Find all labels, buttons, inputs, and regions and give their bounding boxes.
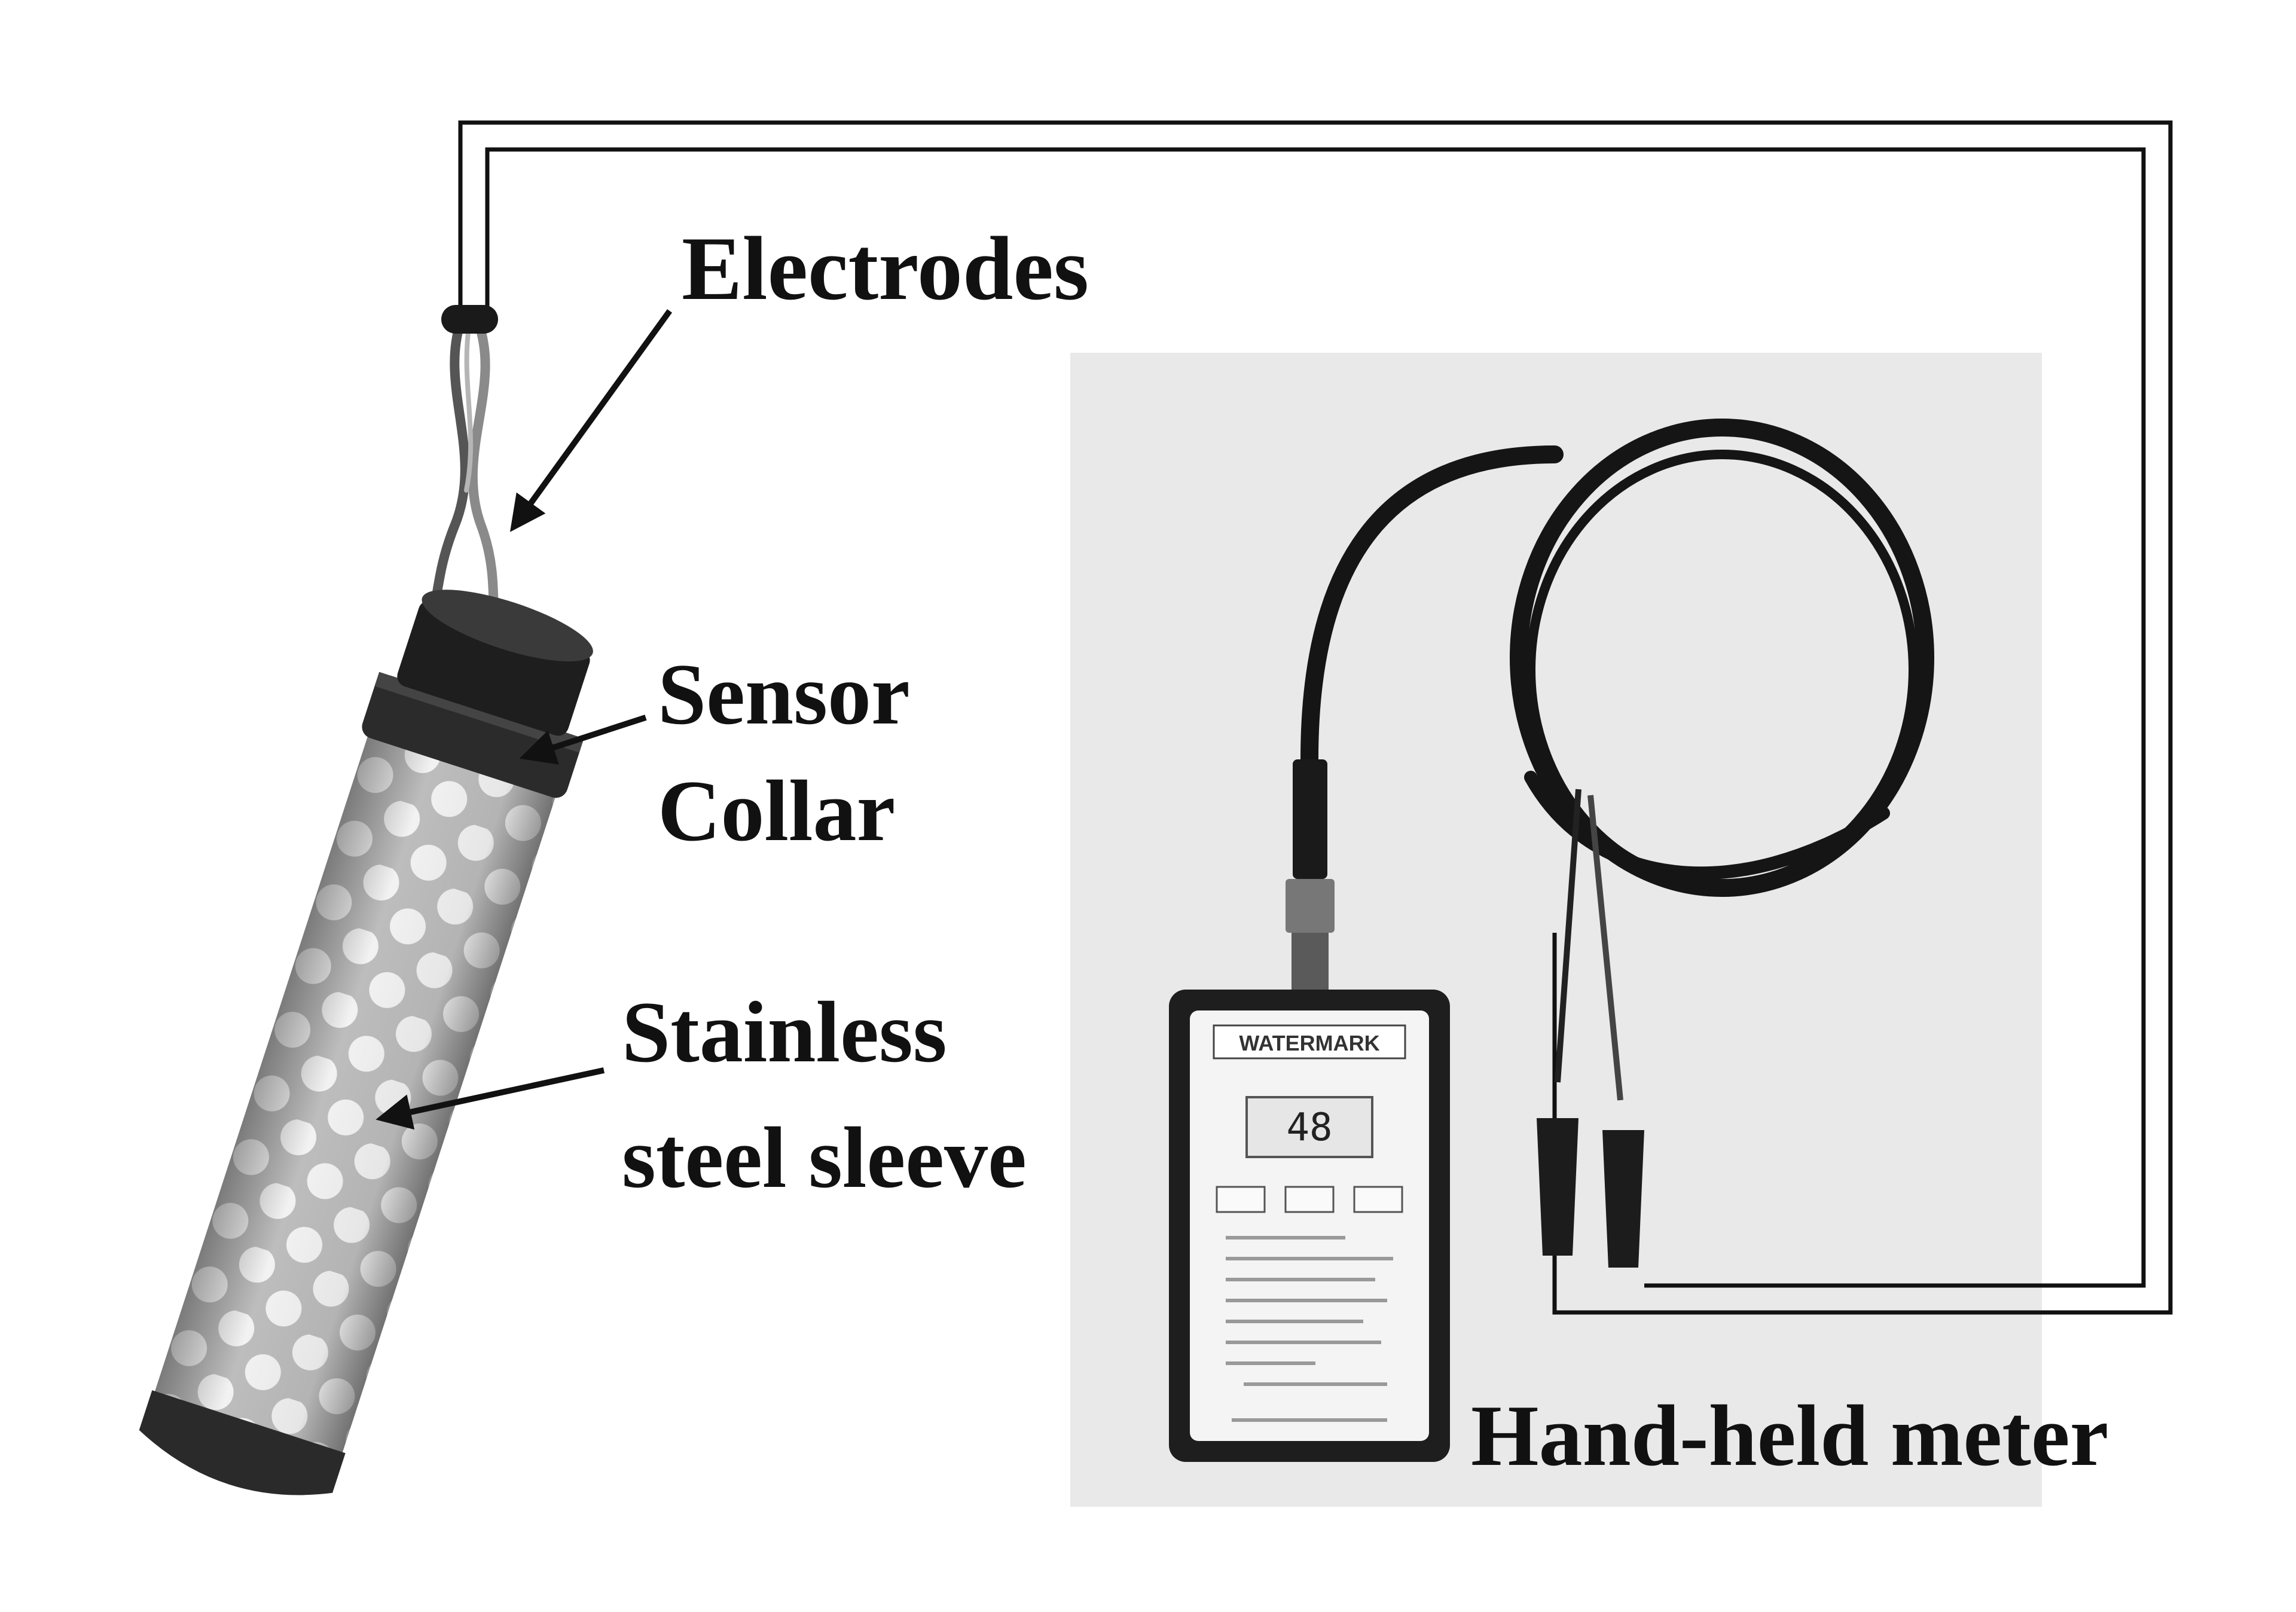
meter-button-3[interactable] [1353, 1186, 1403, 1213]
meter-lcd-display [1245, 1096, 1373, 1158]
sensor-collar [362, 674, 581, 798]
label-sensor-collar-line1: Sensor [658, 646, 910, 743]
label-sleeve-line2: steel sleeve [622, 1109, 1027, 1206]
meter-cable [1300, 419, 1934, 897]
meter-button-1[interactable] [1216, 1186, 1266, 1213]
label-hand-held-meter: Hand-held meter [1471, 1387, 2108, 1484]
meter-connector [1286, 759, 1335, 990]
label-sensor-collar-line2: Collar [658, 762, 895, 859]
collar-arrow [519, 715, 647, 765]
label-sleeve-line1: Stainless [622, 984, 947, 1080]
sleeve-arrow [375, 1067, 605, 1130]
meter-display-value: 48 [1286, 1106, 1332, 1150]
alligator-clip-leads [1537, 789, 1644, 1268]
wire-clamp [441, 305, 498, 334]
hand-held-meter: WATERMARK 48 [1169, 990, 1450, 1462]
meter-instructions [1226, 1236, 1393, 1422]
meter-button-2[interactable] [1284, 1186, 1335, 1213]
meter-brand: WATERMARK [1239, 1031, 1379, 1055]
label-electrodes: Electrodes [682, 218, 1089, 319]
alligator-clip-right [1602, 1130, 1644, 1268]
sensor-bottom-cap [139, 1390, 346, 1495]
electrodes-arrow [509, 309, 673, 532]
alligator-clip-left [1537, 1118, 1578, 1256]
sensor-probe [139, 305, 593, 1495]
